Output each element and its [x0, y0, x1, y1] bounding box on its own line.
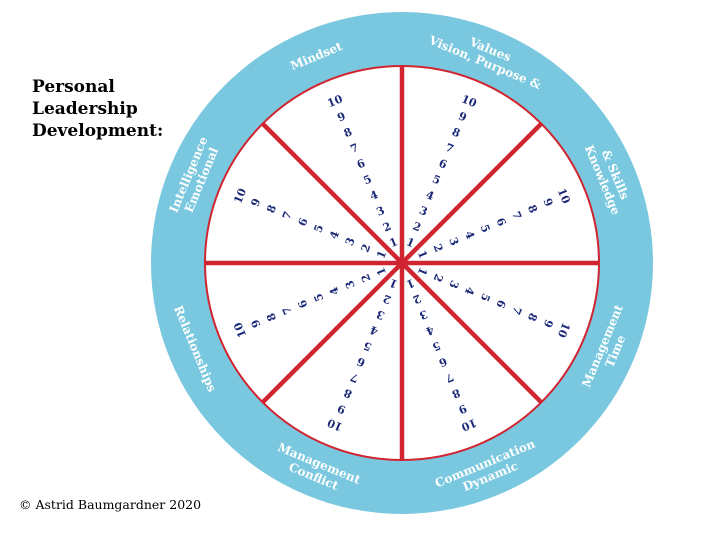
spoke-line [400, 122, 543, 265]
scale-number: 10 [325, 92, 344, 110]
title-line-1: Personal [32, 77, 115, 97]
scale-number: 10 [231, 320, 249, 339]
scale-number: 10 [231, 186, 249, 205]
scale-number: 10 [555, 320, 573, 339]
scale-number: 10 [459, 416, 478, 434]
spoke-line [261, 261, 404, 404]
title-line-2: Leadership [32, 99, 138, 119]
scale-number: 10 [459, 92, 478, 110]
page-title: Personal Leadership Development: [32, 76, 163, 142]
spoke-line [261, 122, 404, 265]
spoke-line [400, 261, 543, 404]
scale-number: 10 [325, 416, 344, 434]
title-line-3: Development: [32, 121, 164, 141]
scale-number: 10 [555, 186, 573, 205]
copyright-notice: © Astrid Baumgardner 2020 [19, 497, 202, 512]
